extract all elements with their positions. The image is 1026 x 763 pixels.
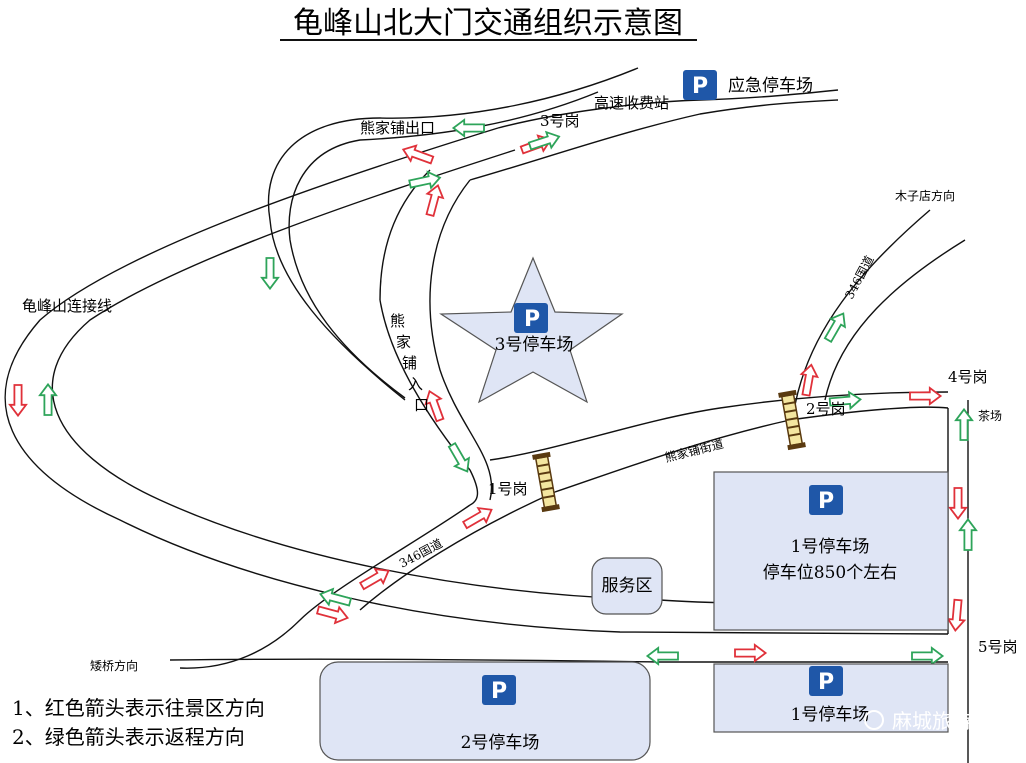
- lot1-capacity: 停车位850个左右: [763, 563, 897, 583]
- green-arrow: [260, 257, 280, 290]
- entry-char-2: 家: [396, 333, 411, 351]
- lot1-p-sign: P: [809, 485, 843, 515]
- national-346-road-2: [359, 491, 556, 611]
- label-xiongjiapu-entry: 熊 家 铺 入 口: [390, 312, 429, 414]
- watermark: 麻城旅游: [864, 709, 972, 733]
- national-346-road-1: [179, 504, 471, 669]
- red-arrow: [949, 487, 967, 520]
- label-346-upper: 346国道: [842, 253, 876, 301]
- label-xiongjiapu-exit: 熊家铺出口: [360, 119, 435, 137]
- bottom-road-lower: [169, 658, 948, 663]
- street-road-lower: [554, 406, 949, 493]
- red-arrow: [734, 644, 767, 662]
- exit-ramp-outer: [267, 67, 639, 401]
- label-highway-toll: 高速收费站: [594, 94, 669, 112]
- service-area-label: 服务区: [602, 576, 653, 596]
- label-guifengshan-link: 龟峰山连接线: [22, 297, 112, 315]
- red-arrow: [909, 386, 942, 406]
- entry-road-left: [379, 169, 431, 301]
- lot2-p-sign: P: [482, 675, 516, 705]
- lot1b-p-sign: P: [809, 666, 843, 696]
- entry-char-1: 熊: [390, 312, 405, 330]
- red-arrow: [946, 598, 967, 633]
- red-arrow: [421, 182, 447, 218]
- chat-icon: [864, 710, 884, 730]
- label-muzidian: 木子店方向: [895, 188, 955, 203]
- diagram-title: 龟峰山北大门交通组织示意图: [293, 6, 683, 41]
- red-arrow: [315, 601, 351, 627]
- lot2-name: 2号停车场: [461, 733, 540, 753]
- lot3-p-sign: P: [514, 303, 548, 333]
- toll-road-lower: [469, 99, 839, 181]
- lot1-name: 1号停车场: [791, 537, 870, 557]
- muzidian-road-left: [794, 209, 931, 406]
- label-post5: 5号岗: [978, 638, 1018, 656]
- svg-text:P: P: [692, 74, 708, 99]
- toll-road-upper: [497, 89, 839, 129]
- muzidian-road-right: [824, 239, 966, 401]
- link-road-outer: [4, 127, 949, 635]
- entry-char-3: 铺: [402, 354, 417, 372]
- svg-text:P: P: [491, 679, 507, 704]
- street-road-upper: [489, 391, 949, 461]
- legend-red: 1、红色箭头表示往景区方向: [12, 696, 265, 720]
- label-post1: 1号岗: [488, 480, 528, 498]
- red-arrow: [8, 384, 28, 417]
- legend-green: 2、绿色箭头表示返程方向: [12, 725, 245, 749]
- label-xiongjiapu-street: 熊家铺街道: [663, 436, 725, 465]
- entry-road-right: [429, 179, 493, 501]
- lot3-label: 3号停车场: [495, 335, 574, 355]
- label-tea-farm: 茶场: [978, 408, 1002, 423]
- lot2-area: [319, 661, 651, 761]
- lot1-area: [713, 471, 949, 631]
- red-arrow: [399, 141, 436, 169]
- label-post4: 4号岗: [948, 368, 988, 386]
- exit-ramp-inner: [288, 91, 599, 399]
- svg-text:P: P: [818, 670, 834, 695]
- roads: [4, 67, 969, 763]
- watermark-text: 麻城旅游: [892, 709, 972, 733]
- gate-post1: [531, 450, 561, 514]
- svg-text:P: P: [524, 307, 540, 332]
- label-emergency-parking: 应急停车场: [728, 76, 813, 96]
- green-arrow: [317, 585, 353, 611]
- service-area-box: [591, 557, 663, 615]
- lot1b-name: 1号停车场: [791, 705, 870, 725]
- green-arrow: [955, 408, 973, 441]
- green-arrow: [959, 518, 977, 551]
- entry-char-4: 入: [408, 375, 423, 393]
- entry-road-left-lower: [379, 299, 479, 506]
- label-post3: 3号岗: [540, 112, 580, 130]
- emergency-p-sign: P: [683, 70, 717, 100]
- label-post2: 2号岗: [806, 400, 846, 418]
- entry-char-5: 口: [414, 396, 429, 414]
- svg-text:P: P: [818, 489, 834, 514]
- label-aiqiao: 矮桥方向: [90, 658, 138, 673]
